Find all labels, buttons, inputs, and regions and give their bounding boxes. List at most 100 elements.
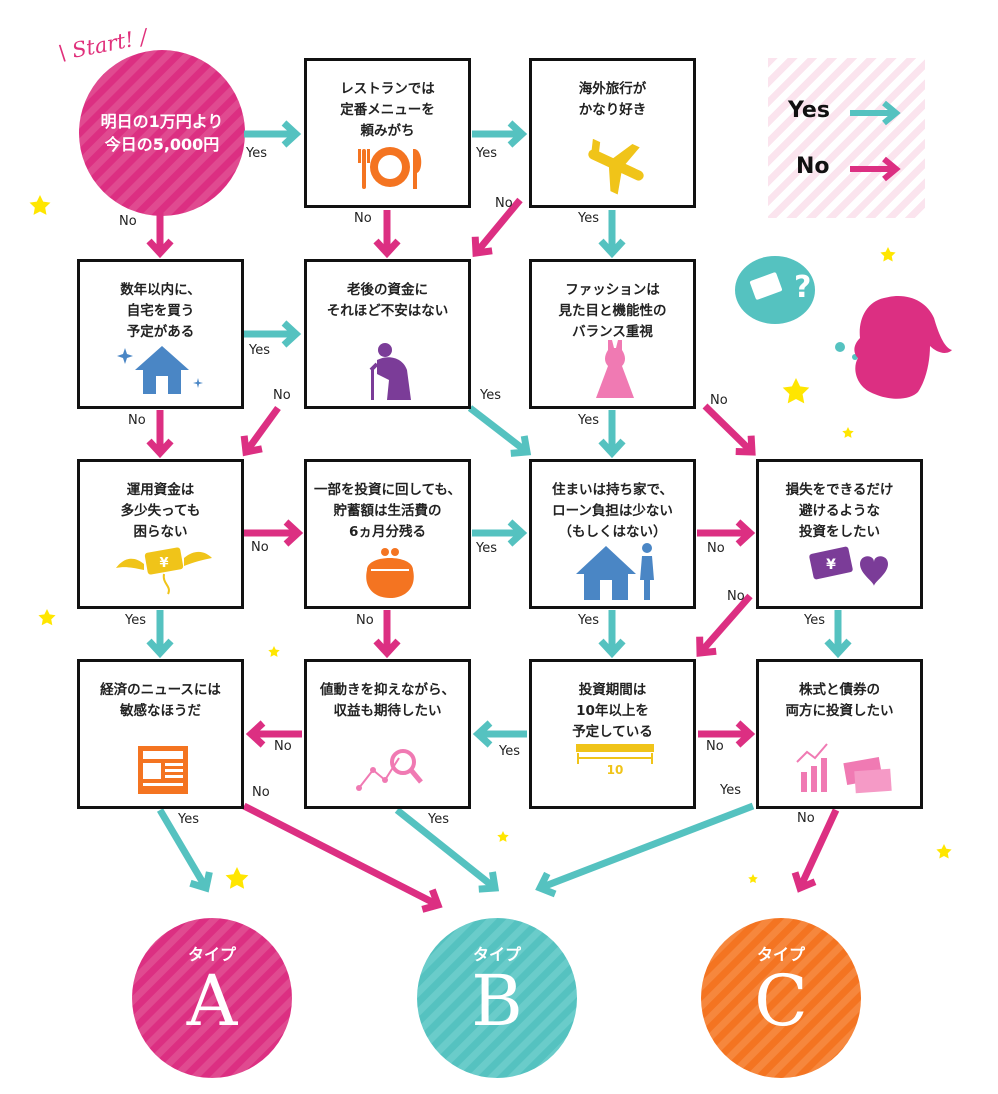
no-arrow [245,720,302,748]
answer-label-yes: Yes [428,812,449,827]
result-c-letter: C [754,960,808,1042]
question-box-savings: 一部を投資に回しても、 貯蓄額は生活費の 6ヵ月分残る [304,459,471,609]
question-box-stocks-bonds: 株式と債券の 両方に投資したい [756,659,923,809]
answer-label-yes: Yes [499,744,520,759]
answer-label-yes: Yes [804,613,825,628]
answer-label-yes: Yes [125,613,146,628]
thinking-girl-illustration [735,256,952,399]
question-box-fashion: ファッションは 見た目と機能性の バランス重視 [529,259,696,409]
question-text: 住まいは持ち家で、 ローン負担は少ない （もしくはない） [552,482,673,540]
yes-arrow [472,720,527,748]
question-text: 運用資金は 多少失っても 困らない [120,482,201,540]
result-a-letter: A [186,960,238,1042]
no-arrow [696,593,753,657]
result-c-circle [701,918,861,1078]
legend-no-arrow [850,156,901,182]
no-arrow [471,197,523,257]
yes-arrow [244,320,302,348]
answer-label-yes: Yes [480,388,501,403]
start-question: 明日の1万円より 今日の5,000円 [100,112,224,154]
yes-arrow [394,807,500,893]
legend-no-label: No [796,154,830,179]
result-b-letter: B [471,960,523,1042]
legend-yes-arrow [850,100,901,126]
thought-question-mark: ? [794,270,812,305]
no-arrow [242,802,443,913]
answer-label-no: No [727,589,745,604]
question-text: 投資期間は 10年以上を 予定している [572,682,653,740]
answer-label-yes: Yes [476,146,497,161]
result-a-type-label: タイプ [187,945,236,964]
start-circle [79,50,245,216]
no-arrow [698,720,756,748]
answer-label-no: No [119,214,137,229]
answer-label-yes: Yes [246,146,267,161]
yes-arrow [535,802,755,898]
ruler-label: 10 [607,763,624,777]
question-text: レストランでは 定番メニューを 頼みがち [340,81,435,139]
answer-label-yes: Yes [720,783,741,798]
house-icon [117,346,203,394]
question-box-loss-tolerance: 運用資金は 多少失っても 困らない ¥ [77,459,244,609]
answer-label-no: No [495,196,513,211]
question-box-restaurant: レストランでは 定番メニューを 頼みがち [304,58,471,208]
answer-label-no: No [354,211,372,226]
question-text: ファッションは 見た目と機能性の バランス重視 [558,282,667,340]
answer-label-no: No [356,613,374,628]
result-a-circle [132,918,292,1078]
answer-label-no: No [797,811,815,826]
magnifier-chart-icon [356,749,423,791]
ruler-icon: 10 [576,744,654,777]
answer-label-yes: Yes [178,812,199,827]
answer-label-no: No [128,413,146,428]
no-arrow [146,213,174,259]
chart-and-cards-icon [796,743,892,794]
airplane-icon [588,139,644,195]
question-text: 損失をできるだけ 避けるような 投資をしたい [785,482,894,540]
result-c-type-label: タイプ [756,945,805,964]
yes-arrow [598,410,626,459]
result-b-circle [417,918,577,1078]
question-text: 経済のニュースには 敏感なほうだ [100,682,221,719]
purse-icon [366,548,414,598]
fork-plate-knife-icon [358,147,422,189]
answer-label-no: No [252,785,270,800]
question-box-avoid-loss: 損失をできるだけ 避けるような 投資をしたい ¥ [756,459,923,609]
no-arrow [373,210,401,259]
answer-label-yes: Yes [578,413,599,428]
question-box-retirement: 老後の資金に それほど不安はない [304,259,471,409]
legend-arrows [850,100,901,182]
newspaper-icon [138,746,188,794]
yes-arrow [598,610,626,659]
elderly-person-icon [369,343,411,400]
question-text: 一部を投資に回しても、 貯蓄額は生活費の 6ヵ月分残る [313,482,461,540]
yes-arrow [472,120,528,148]
answer-label-no: No [273,388,291,403]
flying-money-icon: ¥ [116,547,212,595]
yes-arrow [598,210,626,259]
answer-label-no: No [707,541,725,556]
no-arrow [240,405,281,457]
no-arrow [697,519,756,547]
question-text: 株式と債券の 両方に投資したい [785,682,894,719]
yes-arrow [244,120,302,148]
question-box-economic-news: 経済のニュースには 敏感なほうだ [77,659,244,809]
answer-label-yes: Yes [578,211,599,226]
yes-arrow [824,610,852,659]
question-box-travel: 海外旅行が かなり好き [529,58,696,208]
answer-label-yes: Yes [249,343,270,358]
question-text: 老後の資金に それほど不安はない [326,282,449,319]
answer-label-no: No [251,540,269,555]
answer-label-no: No [706,739,724,754]
yes-arrow [467,405,532,457]
question-box-investment-period: 投資期間は 10年以上を 予定している 10 [529,659,696,809]
dress-icon [596,340,634,398]
yes-arrow [146,610,174,659]
house-and-person-icon [576,543,654,600]
no-arrow [702,403,756,456]
no-arrow [373,610,401,659]
yen-glyph: ¥ [826,557,836,573]
